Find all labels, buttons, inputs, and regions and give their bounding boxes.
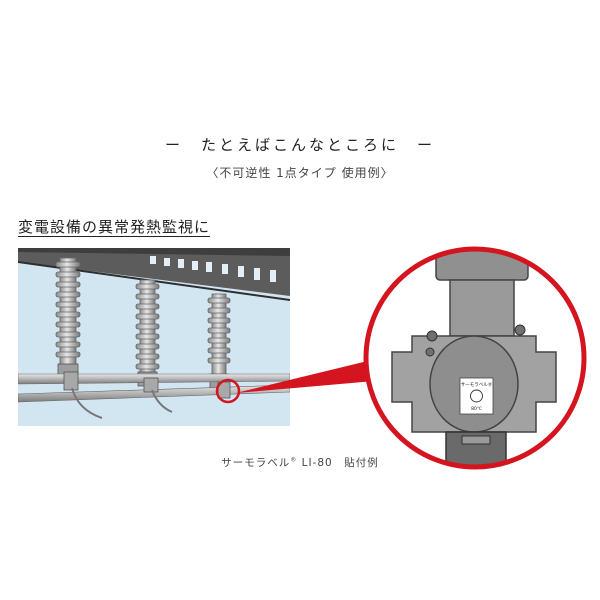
subheading: 〈不可逆性 1点タイプ 使用例〉	[206, 166, 394, 180]
highlight-marker	[215, 378, 241, 404]
insulator-icon	[55, 257, 81, 379]
section-title: 変電設備の異常発熱監視に	[18, 218, 211, 236]
caption: サーモラベル® LI-80 貼付例	[0, 455, 600, 470]
callout-pointer	[236, 357, 386, 393]
caption-product: サーモラベル	[221, 457, 291, 469]
substation-scene	[18, 248, 290, 426]
caption-model: LI-80 貼付例	[301, 457, 379, 469]
heading: ー たとえばこんなところに ー	[164, 136, 435, 154]
sticker-brand-text: サーモラベルⓇ	[461, 381, 493, 388]
caption-registered-mark: ®	[290, 456, 298, 464]
sticker-temperature-text: 80℃	[471, 406, 482, 412]
magnify-circle-icon	[363, 246, 587, 470]
